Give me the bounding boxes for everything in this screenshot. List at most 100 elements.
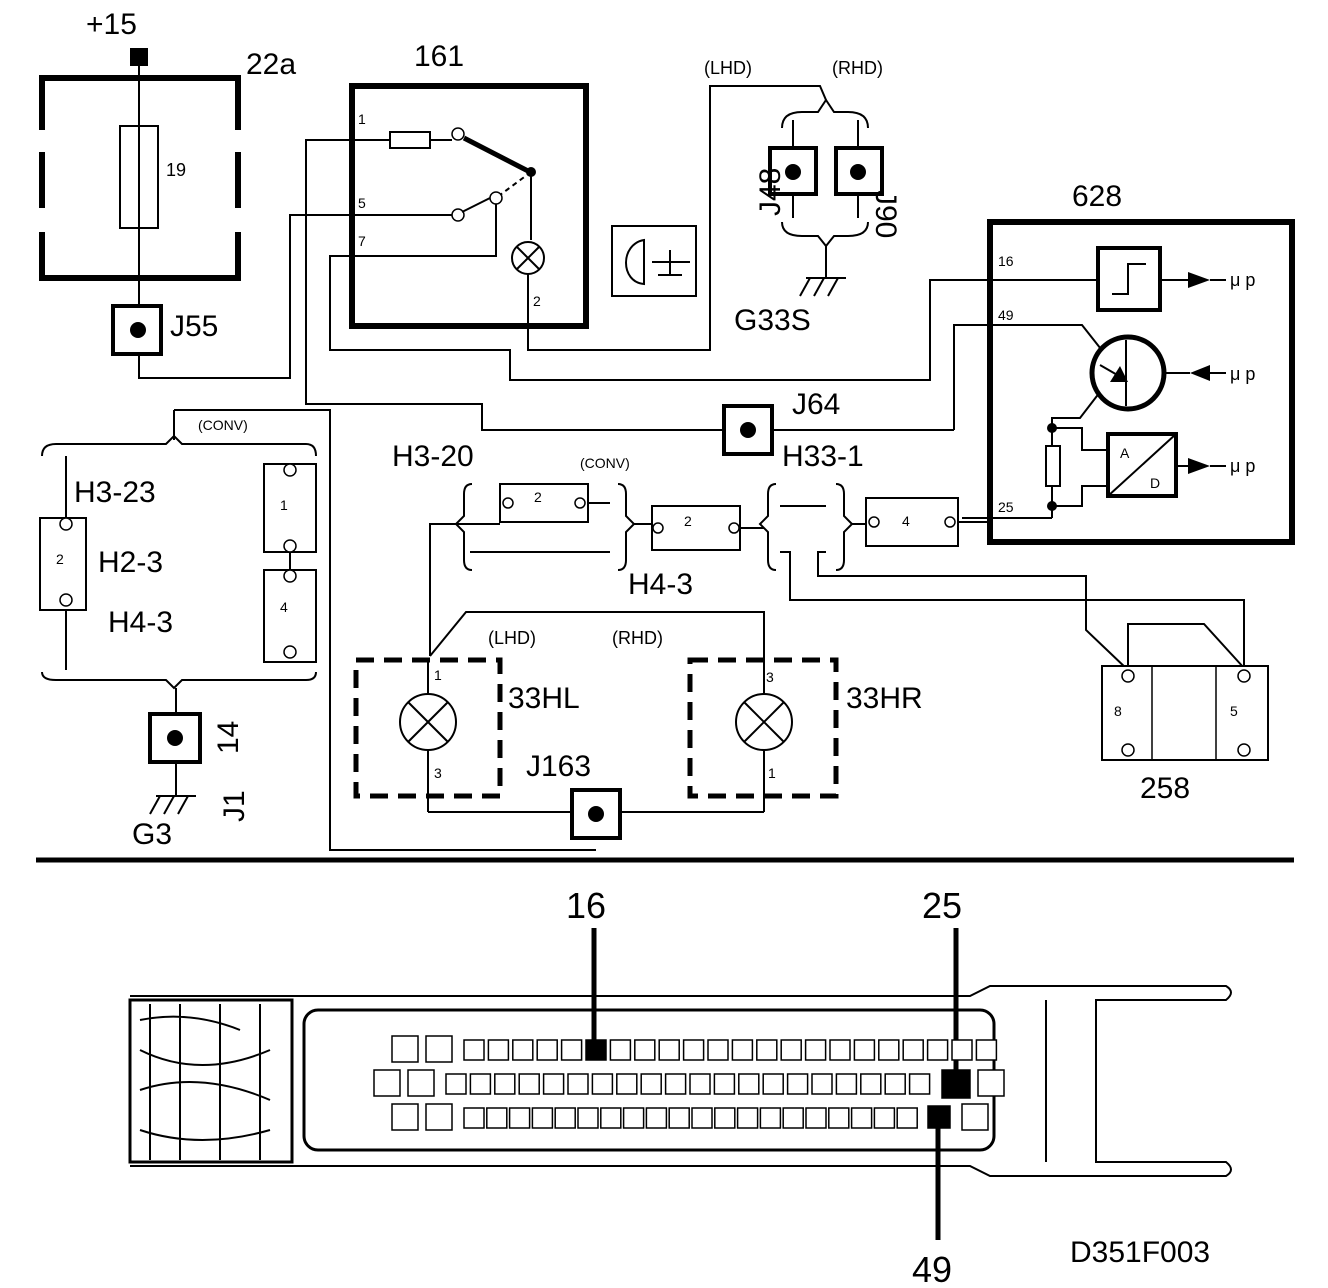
connector-pin [645, 1107, 668, 1129]
g3-label: G3 [132, 818, 172, 851]
j48-label: J48 [754, 168, 787, 216]
relay-161-label: 161 [414, 40, 464, 73]
connector-pin-large [407, 1069, 435, 1097]
rhd-mid-label: (RHD) [612, 628, 663, 648]
hl-pin-1: 1 [434, 667, 442, 683]
connector-pin-large [977, 1069, 1005, 1097]
pin-14-label: 14 [212, 721, 245, 754]
j1-label: J1 [218, 790, 251, 822]
ecu-pin-25: 25 [998, 499, 1014, 515]
connector-pin [560, 1039, 583, 1061]
ecu-connector-plug: 16 25 49 D351F003 [128, 885, 1232, 1288]
connector-pin [691, 1107, 713, 1129]
j64-label: J64 [792, 388, 840, 421]
connector-pin [759, 1107, 782, 1129]
connector-pin [536, 1039, 558, 1061]
connector-pin [811, 1073, 833, 1095]
connector-pin [736, 1107, 759, 1129]
mu-p-2-label: μ p [1230, 364, 1255, 384]
plus15-label: +15 [86, 8, 137, 41]
connector-pin [786, 1073, 809, 1095]
connector-pin-large [391, 1035, 419, 1063]
h3-20-label: H3-20 [392, 440, 474, 473]
connector-pin-large [391, 1103, 419, 1131]
connector-pin [714, 1107, 736, 1129]
connector-pin-large [425, 1035, 453, 1063]
h3-23-label: H3-23 [74, 476, 156, 509]
connector-pin [902, 1039, 924, 1061]
connector-pin [445, 1073, 467, 1095]
j163-label: J163 [526, 750, 591, 783]
horn-symbol-icon [611, 225, 697, 297]
conv-label-b: (CONV) [580, 455, 630, 471]
connector-pin [567, 1073, 589, 1095]
connector-pin [487, 1039, 510, 1061]
pin-25-callout: 25 [922, 885, 962, 926]
convertible-connectors-left: (CONV) H3-23 H2-3 H4-3 2 1 4 14 J1 G3 [39, 409, 596, 851]
connector-pin-2a: 2 [534, 489, 542, 505]
connector-pin [494, 1073, 516, 1095]
connector-pin [542, 1073, 565, 1095]
switch-258-label: 258 [1140, 772, 1190, 805]
connector-pin-2b: 2 [684, 513, 692, 529]
connector-pin [860, 1073, 882, 1095]
switch-pin-8: 8 [1114, 703, 1122, 719]
connector-pin-25 [941, 1069, 971, 1099]
connector-pin [616, 1073, 638, 1095]
connector-pin [805, 1107, 827, 1129]
connector-pin [896, 1107, 918, 1129]
connector-pin [463, 1039, 485, 1061]
connector-pin [463, 1107, 485, 1129]
left-pin-2: 2 [56, 551, 64, 567]
j90-label: J90 [869, 190, 902, 238]
connector-pin [600, 1107, 622, 1129]
connector-pin [713, 1073, 736, 1095]
connector-pin-large [961, 1103, 989, 1131]
figure-code-label: D351F003 [1070, 1236, 1210, 1269]
connector-pin-large [425, 1103, 453, 1131]
connector-pin [469, 1073, 492, 1095]
connector-pin [835, 1073, 858, 1095]
connector-pin [756, 1039, 778, 1061]
connector-pin [782, 1107, 804, 1129]
connector-pin [762, 1073, 784, 1095]
connector-pin [975, 1039, 998, 1061]
conv-label-a: (CONV) [198, 417, 248, 433]
connector-pin [850, 1107, 873, 1129]
j55-label: J55 [170, 310, 218, 343]
connector-pin [926, 1039, 949, 1061]
connector-pin [804, 1039, 827, 1061]
connector-pin [609, 1039, 632, 1061]
connector-pin [731, 1039, 754, 1061]
junction-j64: J64 [305, 380, 954, 456]
lhd-mid-label: (LHD) [488, 628, 536, 648]
connector-pin [508, 1107, 531, 1129]
connector-pin [828, 1107, 850, 1129]
connector-pin [554, 1107, 576, 1129]
ground-junctions-j48-j90: (LHD) (RHD) J48 J90 G33S [704, 58, 902, 337]
connector-group: H3-20 (CONV) H33-1 H4-3 2 2 4 [392, 440, 1245, 671]
fuse-box-22a-label: 22a [246, 48, 296, 81]
connector-pin [707, 1039, 729, 1061]
connector-pin [780, 1039, 802, 1061]
connector-pin [829, 1039, 851, 1061]
rhd-top-label: (RHD) [832, 58, 883, 78]
ad-d-label: D [1150, 475, 1160, 491]
connector-pin [486, 1107, 508, 1129]
module-628-label: 628 [1072, 180, 1122, 213]
connector-pin [878, 1039, 900, 1061]
connector-pin [591, 1073, 614, 1095]
relay-pin-1: 1 [358, 111, 366, 127]
relay-pin-2: 2 [533, 293, 541, 309]
connector-pin [531, 1107, 554, 1129]
conv-pin-1: 1 [280, 497, 288, 513]
connector-pin-row-2 [373, 1069, 1005, 1099]
connector-pin [512, 1039, 534, 1061]
connector-pin [668, 1107, 690, 1129]
pin-49-callout: 49 [912, 1249, 952, 1288]
h4-3-mid-label: H4-3 [628, 568, 693, 601]
connector-pin [689, 1073, 711, 1095]
relay-pin-7: 7 [358, 233, 366, 249]
connector-pin-row-1 [391, 1035, 998, 1063]
